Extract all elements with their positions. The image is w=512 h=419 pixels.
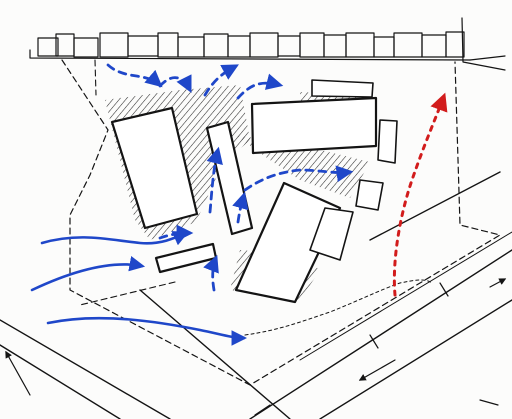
- building-east-annex: [377, 119, 398, 164]
- building-south-block: [234, 181, 342, 304]
- building-west-tower: [110, 106, 199, 230]
- circulation-arrow-north-3: [203, 64, 239, 97]
- wind-arrow-1: [40, 231, 189, 246]
- site-boundary-inner: [79, 59, 176, 306]
- existing-buildings-row: [29, 17, 506, 71]
- red-route-arrow: [392, 92, 448, 297]
- circulation-arrow-north-2: [158, 74, 192, 94]
- road-east: [249, 171, 512, 419]
- road-arrows: [5, 278, 507, 416]
- circulation-arrow-center-east: [243, 165, 354, 192]
- circulation-arrow-north: [106, 63, 163, 88]
- road-south: [0, 289, 291, 419]
- circulation-arrow-mid: [232, 191, 249, 224]
- wind-flow-arrows: [30, 231, 248, 346]
- air-circulation-arrows: [106, 63, 354, 292]
- wind-arrow-3: [46, 316, 248, 346]
- pedestrian-access-line: [244, 279, 433, 336]
- building-east-kiosk: [355, 179, 384, 211]
- building-north-annex: [311, 79, 374, 98]
- site-boundary: [61, 59, 501, 386]
- proposed-buildings: [110, 79, 398, 304]
- wind-arrow-2: [30, 256, 146, 292]
- building-pavilion-small: [154, 242, 218, 274]
- building-north-slab: [250, 96, 378, 155]
- circulation-arrow-northeast: [236, 73, 284, 100]
- building-south-wing: [309, 207, 354, 261]
- circulation-arrow-south: [203, 254, 219, 292]
- circulation-arrow-center: [206, 146, 223, 214]
- circulation-arrow-west: [158, 224, 194, 242]
